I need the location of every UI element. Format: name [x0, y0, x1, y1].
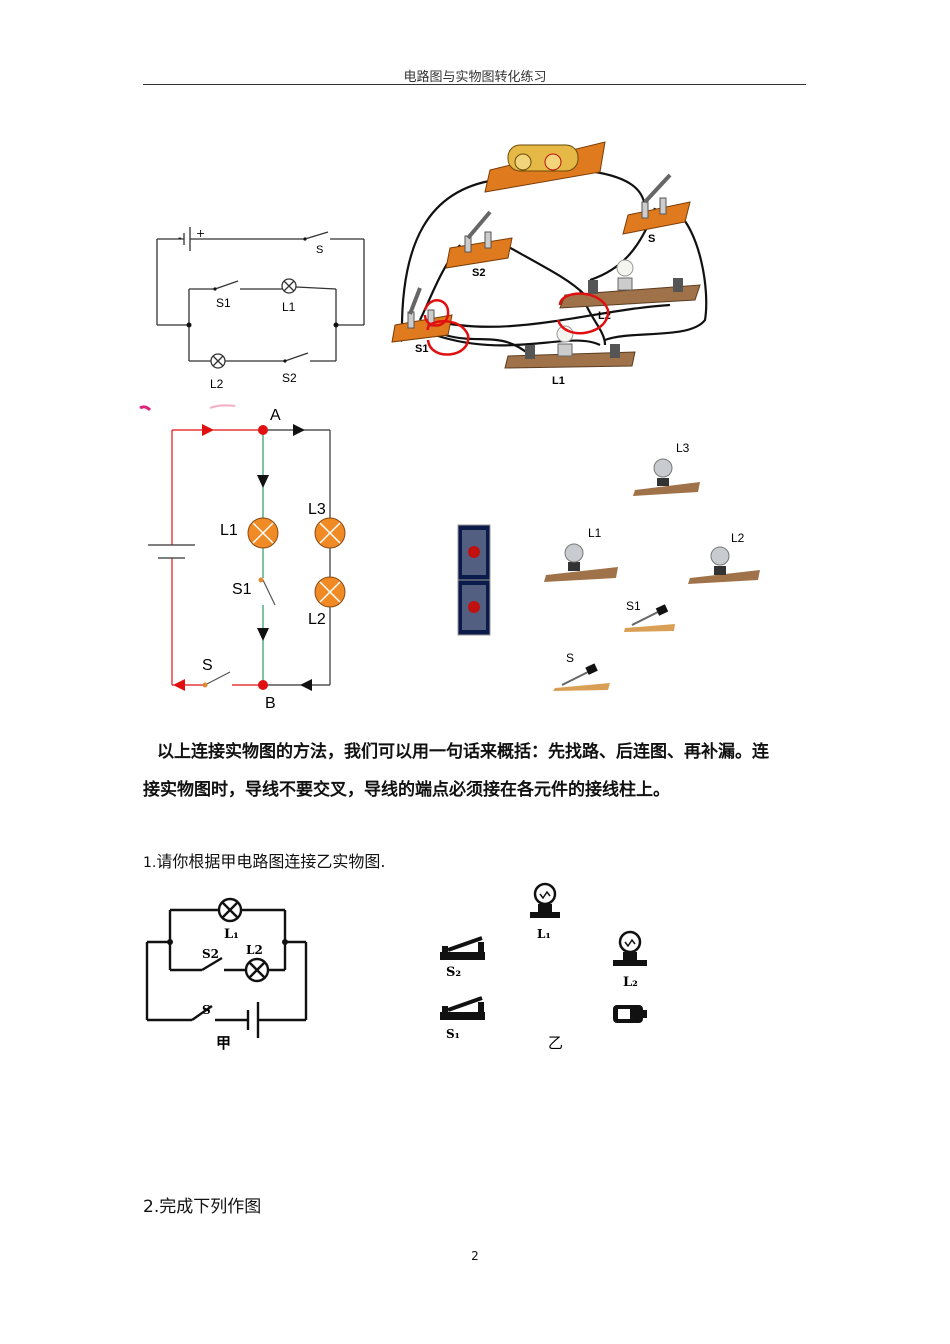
summary-line-1: 以上连接实物图的方法，我们可以用一句话来概括：先找路、后连图、再补漏。连: [157, 742, 769, 762]
yi-l2-label: L₂: [623, 975, 638, 990]
physical-l3-label: L3: [676, 441, 690, 455]
question1: 1.请你根据甲电路图连接乙实物图.: [143, 848, 385, 872]
lamp-l1-label: L1: [282, 300, 296, 314]
switch-s-board: [622, 173, 691, 235]
jia-l2-label: L2: [246, 943, 263, 957]
physical-s1-label: S1: [626, 599, 641, 613]
yi-s2-label: S₂: [446, 965, 461, 980]
switch-s-label: S: [316, 244, 323, 256]
lamp-l2-label: L2: [210, 377, 224, 391]
l2-label: L2: [308, 611, 326, 628]
jia-l1-label: L₁: [224, 927, 239, 942]
figure1-schematic: - + S S1 L1 L2 S2: [156, 227, 365, 391]
switch-s1-device: [624, 604, 675, 632]
lamp-l1-symbol: [247, 517, 279, 549]
summary-paragraph: 以上连接实物图的方法，我们可以用一句话来概括：先找路、后连图、再补漏。连 接实物…: [143, 733, 811, 809]
physical-s-label: S: [648, 233, 655, 245]
figure2-schematic: A B L1 L3 L2 S1 S: [139, 404, 346, 712]
yi-battery: [613, 1005, 647, 1023]
yi-caption: 乙: [548, 1035, 563, 1052]
l1-label: L1: [220, 522, 238, 539]
lamp-l2-device: [688, 546, 760, 584]
yi-s1-label: S₁: [446, 1027, 460, 1041]
lamp-l1-board: [504, 325, 636, 369]
yi-lamp-l1: [530, 882, 560, 918]
header-title: 电路图与实物图转化练习: [403, 70, 547, 85]
physical-l1-label: L1: [588, 526, 602, 540]
lamp-l3-symbol: [314, 517, 346, 549]
battery-box: [484, 141, 606, 193]
jia-lamp-l1: [217, 897, 243, 923]
physical-s-label: S: [566, 651, 574, 665]
question1-jia-circuit: L₁ S2 L2 S 甲: [145, 897, 308, 1052]
s-label: S: [202, 657, 213, 674]
figure2-physical-components: L3 L1 L2 S1 S: [457, 441, 760, 691]
switch-s2-board: [445, 210, 513, 269]
page-number: 2: [471, 1249, 479, 1263]
battery-plus-label: +: [196, 227, 205, 240]
node-a-label: A: [270, 407, 281, 424]
question1-number: 1.: [143, 855, 157, 871]
battery-pack: [457, 524, 491, 636]
figure1-physical-circuit: S S2 L2 S1 L1: [391, 141, 708, 387]
question1-yi-components: L₁ S₂ L₂ S₁ 乙: [440, 882, 647, 1052]
physical-s2-label: S2: [472, 267, 485, 279]
lamp-l2-symbol: [314, 576, 346, 608]
switch-s-device: [553, 663, 610, 691]
yi-l1-label: L₁: [537, 927, 551, 941]
header-divider: [143, 84, 806, 85]
question1-text: 请你根据甲电路图连接乙实物图.: [156, 852, 386, 871]
switch-s1-label: S1: [216, 296, 231, 310]
lamp-l3-device: [633, 458, 700, 496]
summary-line-2: 接实物图时，导线不要交叉，导线的端点必须接在各元件的接线柱上。: [143, 780, 670, 800]
switch-s2-label: S2: [282, 371, 297, 385]
physical-l1-label: L1: [552, 375, 565, 387]
yi-switch-s2: [440, 936, 485, 960]
l3-label: L3: [308, 501, 326, 518]
highlight-circles: [423, 292, 610, 356]
physical-l2-label: L2: [731, 531, 745, 545]
physical-s1-label: S1: [415, 343, 428, 355]
jia-s-label: S: [202, 1003, 211, 1017]
lamp-l1-device: [544, 543, 618, 582]
yi-lamp-l2: [613, 930, 647, 966]
question2: 2.完成下列作图: [143, 1197, 262, 1217]
battery-minus-label: -: [178, 231, 182, 244]
s1-label: S1: [232, 581, 252, 598]
node-b-label: B: [265, 695, 276, 712]
jia-lamp-l2: [244, 957, 270, 983]
jia-s2-label: S2: [202, 947, 219, 961]
yi-switch-s1: [440, 996, 485, 1020]
jia-caption: 甲: [216, 1035, 231, 1052]
lamp-l2-board: [559, 259, 701, 309]
